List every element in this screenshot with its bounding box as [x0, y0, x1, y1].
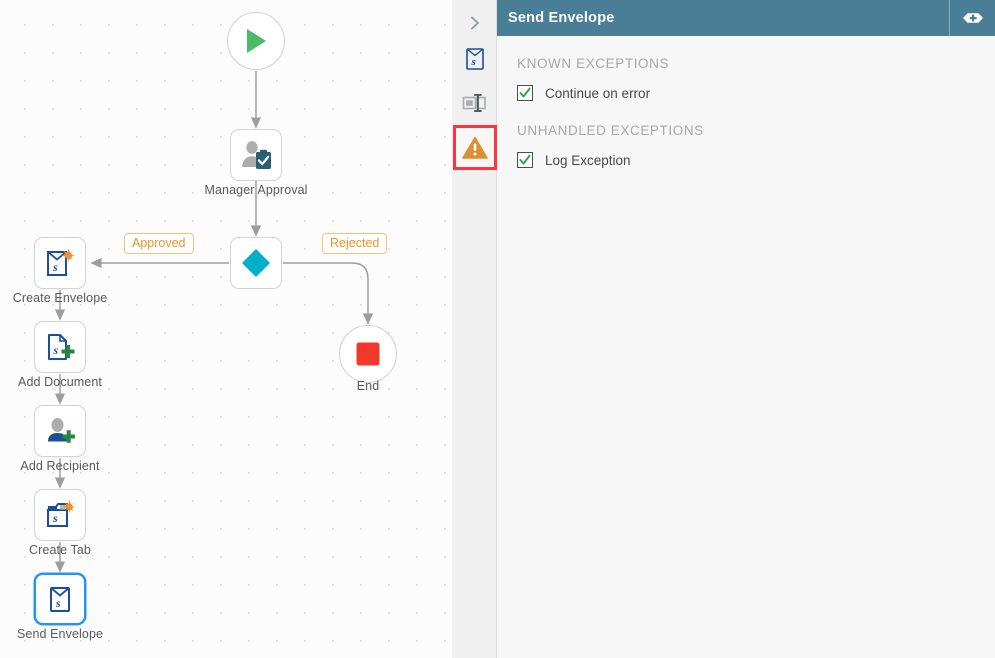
add-recipient-shape[interactable] — [34, 405, 86, 457]
properties-panel-header: Send Envelope — [497, 0, 995, 36]
send-envelope-icon: s — [50, 587, 70, 612]
log-exception-label: Log Exception — [545, 152, 631, 168]
node-manager-approval[interactable]: Manager Approval — [204, 129, 307, 197]
add-recipient-icon — [48, 418, 75, 443]
create-tab-icon: s — [47, 500, 76, 527]
section-title-known-exceptions: KNOWN EXCEPTIONS — [517, 56, 670, 71]
end-node-shape[interactable] — [339, 325, 397, 383]
section-title-unhandled-exceptions: UNHANDLED EXCEPTIONS — [517, 123, 704, 138]
node-decision[interactable] — [230, 237, 282, 289]
log-exception-checkbox[interactable] — [517, 152, 533, 168]
svg-text:s: s — [470, 56, 475, 68]
expand-panel-button[interactable] — [950, 0, 995, 36]
create-tab-shape[interactable]: s — [34, 489, 86, 541]
branch-label-rejected: Rejected — [322, 233, 388, 254]
warning-triangle-icon — [462, 136, 488, 159]
branch-label-approved: Approved — [124, 233, 194, 254]
create-envelope-shape[interactable]: s — [34, 237, 86, 289]
node-label: Send Envelope — [16, 627, 104, 641]
chevron-right-icon — [470, 16, 479, 29]
node-label: Manager Approval — [204, 183, 308, 197]
panel-title: Send Envelope — [508, 10, 615, 26]
rail-item-collapse[interactable] — [452, 0, 497, 45]
workflow-canvas[interactable]: Manager Approval End — [0, 0, 452, 658]
check-icon — [519, 87, 531, 98]
connector-layer — [54, 71, 374, 573]
user-approval-icon — [242, 141, 271, 169]
node-start[interactable] — [227, 12, 285, 70]
svg-text:s: s — [52, 511, 58, 525]
node-label: Create Tab — [29, 543, 91, 557]
play-icon — [247, 29, 266, 53]
svg-text:s: s — [52, 260, 58, 274]
continue-on-error-label: Continue on error — [545, 85, 651, 101]
variables-ibeam-icon — [462, 93, 486, 112]
node-label: Add Recipient — [20, 459, 100, 473]
rail-item-variables[interactable] — [452, 80, 497, 125]
option-log-exception[interactable]: Log Exception — [517, 152, 995, 168]
panel-icon-rail: s — [452, 0, 497, 658]
decision-diamond-icon — [242, 249, 270, 277]
node-end[interactable]: End — [339, 325, 397, 393]
node-create-envelope[interactable]: s Create Envelope — [13, 237, 107, 305]
node-add-document[interactable]: s Add Document — [18, 321, 102, 389]
expand-plus-icon — [962, 13, 983, 23]
rail-item-designer[interactable]: s — [452, 36, 497, 81]
create-envelope-icon: s — [47, 248, 76, 276]
manager-approval-shape[interactable] — [230, 129, 282, 181]
node-add-recipient[interactable]: Add Recipient — [20, 405, 99, 473]
node-label: End — [356, 379, 380, 393]
decision-shape[interactable] — [230, 237, 282, 289]
header-divider — [949, 0, 950, 36]
start-node-shape[interactable] — [227, 12, 285, 70]
node-send-envelope[interactable]: s Send Envelope — [17, 573, 103, 641]
properties-panel-body: KNOWN EXCEPTIONS Continue on error UNHAN… — [497, 36, 995, 168]
node-label: Add Document — [18, 375, 102, 389]
stop-square-icon — [356, 342, 380, 366]
svg-text:s: s — [53, 343, 59, 357]
svg-text:s: s — [55, 596, 61, 610]
rail-item-exceptions[interactable] — [453, 125, 497, 170]
continue-on-error-checkbox[interactable] — [517, 85, 533, 101]
node-label: Create Envelope — [12, 291, 108, 305]
node-create-tab[interactable]: s Create Tab — [29, 489, 91, 557]
add-document-shape[interactable]: s — [34, 321, 86, 373]
add-document-icon: s — [48, 334, 75, 360]
properties-panel: Send Envelope KNOWN EXCEPTIONS Continue … — [497, 0, 995, 658]
check-icon — [519, 154, 531, 165]
envelope-s-icon: s — [465, 48, 484, 70]
option-continue-on-error[interactable]: Continue on error — [517, 85, 995, 101]
send-envelope-shape[interactable]: s — [34, 573, 86, 625]
